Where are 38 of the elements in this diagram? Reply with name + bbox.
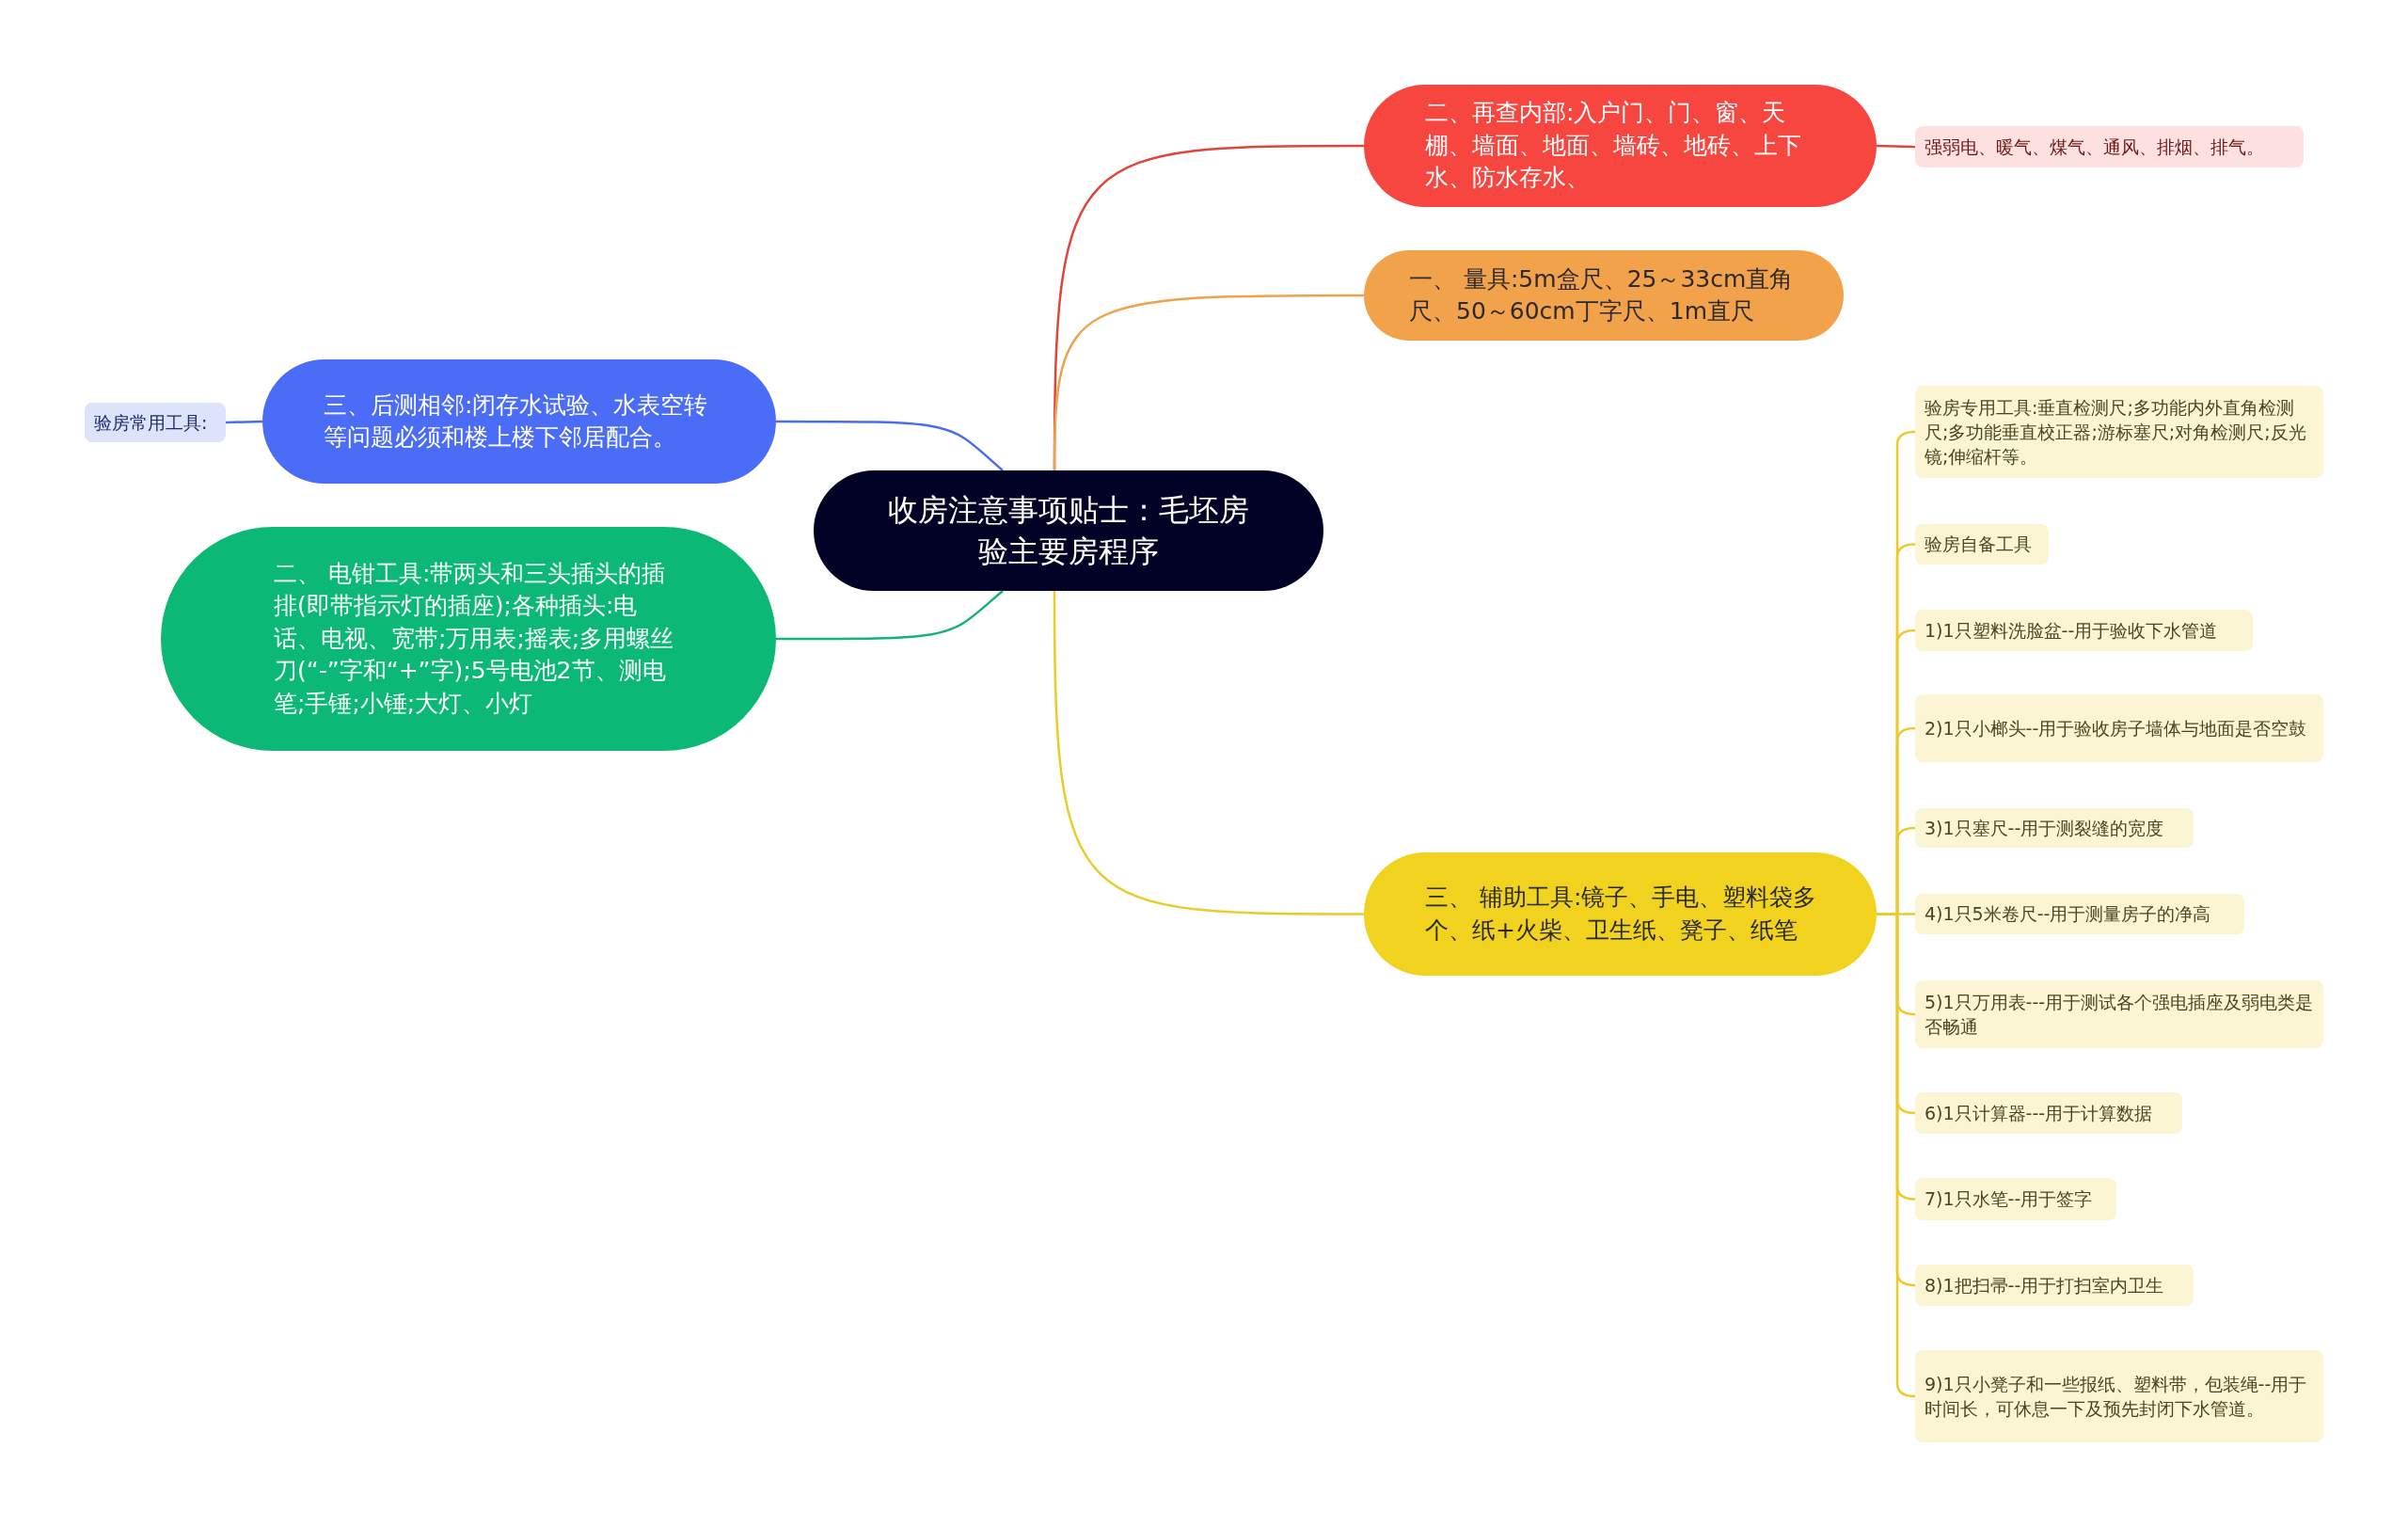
node-text: 5)1只万用表---用于测试各个强电插座及弱电类是否畅通 [1925,990,2314,1039]
subtopic-box [1915,808,2194,848]
subtopic-box [85,403,226,442]
subtopic-box [1915,980,2323,1048]
node-text: 二、 电钳工具:带两头和三头插头的插排(即带指示灯的插座);各种插头:电话、电视、宽带;万用表;摇表;多用螺丝刀(“-”字和“+”字);5号电池2节、测电笔;手锤;小锤;大灯、小灯 [274,558,675,719]
node-text: 二、再查内部:入户门、门、窗、天棚、墙面、地面、墙砖、地砖、上下水、防水存水、 [1425,98,1802,194]
node-text: 收房注意事项贴士：毛坯房验主要房程序 [887,490,1250,571]
subtopic-box [1915,386,2323,478]
node-text: 验房专用工具:垂直检测尺;多功能内外直角检测尺;多功能垂直校正器;游标塞尺;对角检测尺;反光镜;伸缩杆等。 [1925,395,2307,470]
subtopic-box [1915,126,2304,167]
subtopic-box [1915,1265,2194,1306]
node-text: 8)1把扫帚--用于打扫室内卫生 [1925,1273,2164,1297]
node-text: 强弱电、暖气、煤气、通风、排烟、排气。 [1925,135,2264,159]
node-text: 7)1只水笔--用于签字 [1925,1187,2093,1212]
node-text: 3)1只塞尺--用于测裂缝的宽度 [1925,816,2164,840]
node-text: 4)1只5米卷尺--用于测量房子的净高 [1925,902,2211,927]
subtopic-box [1915,1350,2323,1442]
node-text: 验房自备工具 [1925,533,2032,557]
connector-line [1053,294,1364,470]
subtopic-box [1915,610,2253,651]
connector-line [1876,144,1916,149]
subtopic-box [1915,894,2244,934]
node-text: 一、 量具:5m盒尺、25～33cm直角尺、50～60cm丁字尺、1m直尺 [1409,263,1795,326]
subtopic-box [1915,524,2049,565]
node-text: 6)1只计算器---用于计算数据 [1925,1101,2153,1125]
connector-line [776,590,1004,641]
subtopic-box [1915,1178,2116,1220]
subtopic-box [1915,694,2323,762]
connector-line [225,420,263,424]
node-text: 验房常用工具: [94,410,208,435]
node-text: 1)1只塑料洗脸盆--用于验收下水管道 [1925,618,2218,643]
node-text: 三、 辅助工具:镜子、手电、塑料袋多个、纸+火柴、卫生纸、凳子、纸笔 [1425,883,1818,946]
connector-line [776,420,1004,471]
node-text: 三、后测相邻:闭存水试验、水表空转等问题必须和楼上楼下邻居配合。 [324,390,709,453]
node-text: 9)1只小凳子和一些报纸、塑料带，包装绳--用于时间长，可休息一下及预先封闭下水管道。 [1925,1372,2308,1421]
subtopic-box [1915,1092,2182,1134]
connector-line [1053,591,1364,915]
node-text: 2)1只小榔头--用于验收房子墙体与地面是否空鼓 [1925,716,2307,740]
